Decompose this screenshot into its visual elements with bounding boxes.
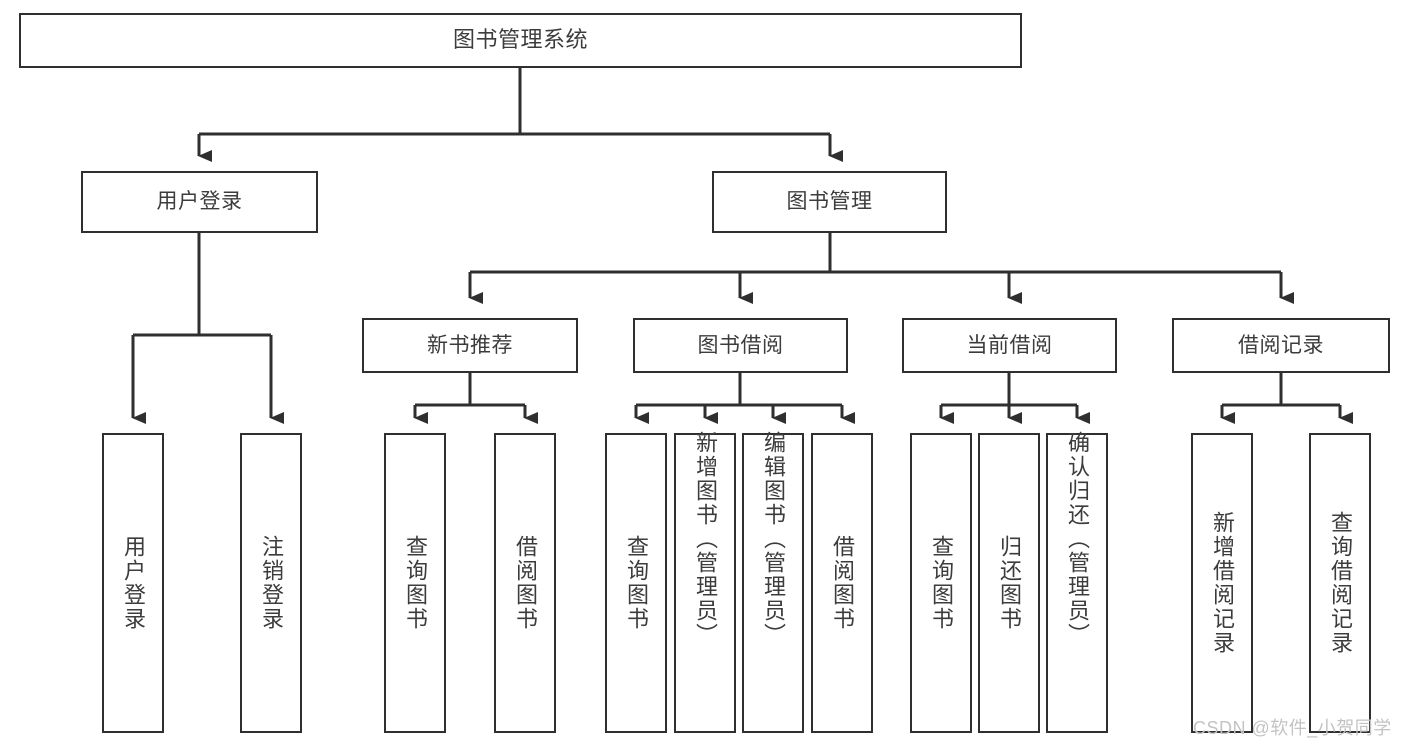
node-user-login[interactable]: 用户登录 xyxy=(81,171,318,233)
node-current-borrow[interactable]: 当前借阅 xyxy=(902,318,1117,373)
node-book-management[interactable]: 图书管理 xyxy=(712,171,947,233)
node-leaf-add-book[interactable]: 新增图书（管理员） xyxy=(674,431,736,733)
node-leaf-user-login[interactable]: 用户登录 xyxy=(102,433,164,733)
node-label: 用户登录 xyxy=(121,535,146,631)
node-label: 新书推荐 xyxy=(427,333,513,357)
node-label: 借阅记录 xyxy=(1238,333,1324,357)
node-leaf-logout-login[interactable]: 注销登录 xyxy=(240,433,302,733)
node-label: 用户登录 xyxy=(156,190,243,214)
node-label: 查询图书 xyxy=(929,535,954,631)
node-label: 图书借阅 xyxy=(697,333,784,357)
node-leaf-query-book-borrow[interactable]: 查询图书 xyxy=(605,433,667,733)
node-label: 新增借阅记录 xyxy=(1210,511,1235,655)
node-leaf-borrow-book-recommend[interactable]: 借阅图书 xyxy=(494,433,556,733)
node-new-book-recommend[interactable]: 新书推荐 xyxy=(362,318,578,373)
node-label: 查询借阅记录 xyxy=(1328,511,1353,655)
node-label: 归还图书 xyxy=(997,535,1022,631)
node-leaf-query-book-current[interactable]: 查询图书 xyxy=(910,433,972,733)
node-leaf-confirm-return[interactable]: 确认归还（管理员） xyxy=(1046,431,1108,733)
node-root-book-management-system[interactable]: 图书管理系统 xyxy=(19,13,1022,68)
node-leaf-query-borrow-record[interactable]: 查询借阅记录 xyxy=(1309,433,1371,733)
node-label: 查询图书 xyxy=(403,535,428,631)
node-label: 新增图书（管理员） xyxy=(693,431,718,647)
node-label: 图书管理系统 xyxy=(452,27,588,53)
node-label: 查询图书 xyxy=(624,535,649,631)
node-label: 借阅图书 xyxy=(513,535,538,631)
node-leaf-edit-book[interactable]: 编辑图书（管理员） xyxy=(742,431,804,733)
node-leaf-return-book[interactable]: 归还图书 xyxy=(978,433,1040,733)
node-label: 确认归还（管理员） xyxy=(1065,431,1090,647)
node-label: 编辑图书（管理员） xyxy=(761,431,786,647)
node-label: 借阅图书 xyxy=(830,535,855,631)
node-label: 图书管理 xyxy=(786,190,873,214)
node-leaf-add-borrow-record[interactable]: 新增借阅记录 xyxy=(1191,433,1253,733)
node-label: 当前借阅 xyxy=(966,333,1053,357)
node-leaf-query-book-recommend[interactable]: 查询图书 xyxy=(384,433,446,733)
node-borrow-record[interactable]: 借阅记录 xyxy=(1172,318,1390,373)
node-book-borrow[interactable]: 图书借阅 xyxy=(633,318,848,373)
node-leaf-borrow-book[interactable]: 借阅图书 xyxy=(811,433,873,733)
node-label: 注销登录 xyxy=(259,535,284,631)
